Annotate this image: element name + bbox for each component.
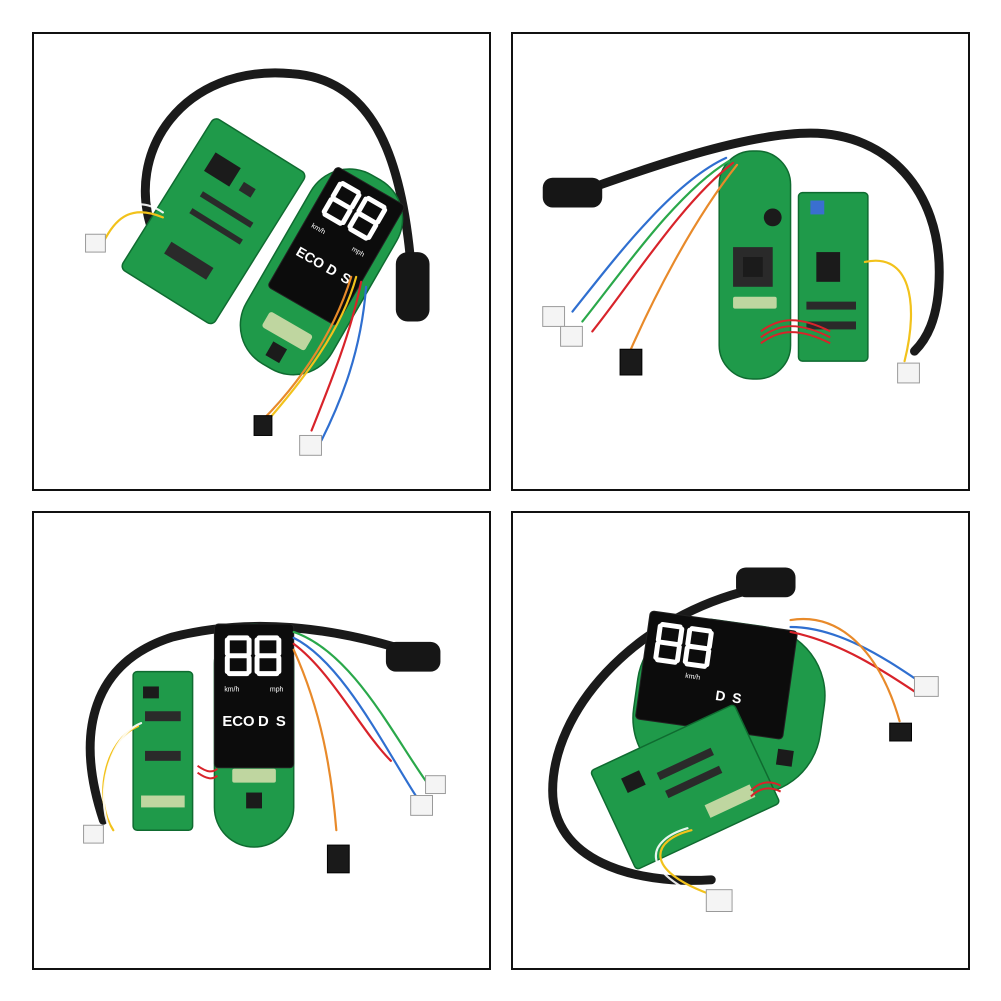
white-connector — [425, 775, 446, 795]
s-label: S — [731, 689, 742, 706]
d-label: D — [258, 714, 269, 730]
black-connector — [619, 348, 643, 376]
round-plug — [385, 641, 441, 672]
white-connector — [705, 889, 733, 912]
product-photo-bottom-left: km/h mph ECO D S — [32, 511, 491, 970]
display-board: km/h mph ECO D S — [239, 167, 405, 376]
white-connector — [410, 795, 433, 816]
black-connector — [326, 844, 350, 874]
black-connector — [253, 415, 273, 436]
dashboard-board-photo — [542, 128, 944, 384]
main-cable — [85, 621, 416, 825]
mph-label: mph — [270, 686, 284, 693]
white-connector — [85, 233, 106, 253]
white-connector — [299, 434, 322, 456]
d-label: D — [715, 687, 727, 704]
s-label: S — [276, 714, 286, 730]
kmh-label: km/h — [685, 673, 701, 682]
black-connector — [889, 722, 912, 742]
product-photo-top-left: km/h mph ECO D S — [32, 32, 491, 491]
round-plug — [542, 177, 603, 208]
round-plug — [736, 567, 796, 598]
round-plug — [395, 252, 430, 322]
control-board — [121, 118, 306, 325]
eco-label: ECO — [222, 714, 254, 730]
white-connector — [913, 676, 939, 697]
main-cable — [140, 68, 416, 267]
dashboard-board-photo: km/h mph ECO D S — [85, 68, 430, 456]
product-photo-bottom-right: km/h D S — [511, 511, 970, 970]
dashboard-board-photo: km/h mph ECO D S — [83, 621, 446, 874]
white-connector — [83, 824, 104, 844]
control-board — [590, 704, 780, 870]
white-connector — [542, 306, 566, 327]
white-connector — [897, 362, 920, 384]
white-connector — [560, 325, 583, 347]
product-photo-top-right — [511, 32, 970, 491]
kmh-label: km/h — [224, 686, 239, 693]
main-cable — [587, 128, 944, 356]
dashboard-board-photo: km/h D S — [548, 567, 939, 912]
